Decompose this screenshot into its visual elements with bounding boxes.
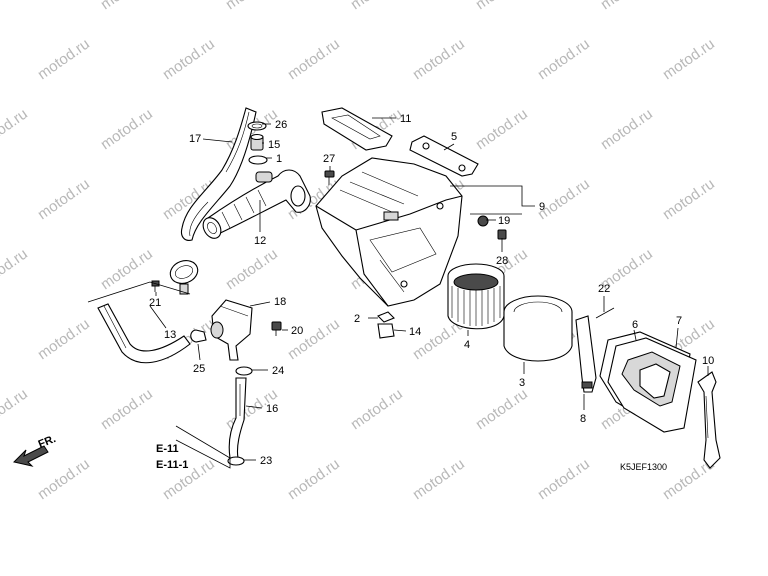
- spring-2: [377, 311, 395, 323]
- watermark-text: motod.ru: [223, 0, 281, 13]
- callout-14: 14: [409, 326, 421, 338]
- screw-27: [324, 170, 335, 185]
- front-direction-arrow-icon: [13, 445, 49, 467]
- callout-22: 22: [598, 283, 610, 295]
- watermark-text: motod.ru: [35, 455, 93, 503]
- callout-15: 15: [268, 139, 280, 151]
- front-direction-label: FR.: [37, 433, 58, 451]
- watermark-text: motod.ru: [0, 385, 31, 433]
- callout-28: 28: [496, 255, 508, 267]
- callout-23: 23: [260, 455, 272, 467]
- callout-1: 1: [276, 153, 282, 165]
- watermark-text: motod.ru: [98, 0, 156, 13]
- drain-tube-13: [97, 303, 191, 364]
- connecting-tube-12: [202, 169, 311, 239]
- callout-20: 20: [291, 325, 303, 337]
- watermark-text: motod.ru: [473, 105, 531, 153]
- callout-7: 7: [676, 315, 682, 327]
- watermark-text: motod.ru: [535, 455, 593, 503]
- screw-20: [271, 321, 282, 336]
- watermark-text: motod.ru: [98, 385, 156, 433]
- joint-15: [250, 133, 264, 151]
- watermark-text: motod.ru: [660, 35, 718, 83]
- callout-16: 16: [266, 403, 278, 415]
- watermark-text: motod.ru: [410, 455, 468, 503]
- section-ref-e11-1: E-11-1: [156, 459, 188, 471]
- watermark-text: motod.ru: [348, 385, 406, 433]
- watermark-text: motod.ru: [285, 315, 343, 363]
- clip-24: [235, 366, 253, 376]
- watermark-text: motod.ru: [35, 315, 93, 363]
- cover-7: [607, 337, 697, 433]
- watermark-text: motod.ru: [98, 245, 156, 293]
- watermark-text: motod.ru: [0, 0, 31, 13]
- filter-element-4: [447, 263, 505, 330]
- watermark-text: motod.ru: [285, 455, 343, 503]
- stay-5: [409, 135, 479, 177]
- callout-6: 6: [632, 319, 638, 331]
- callout-25: 25: [193, 363, 205, 375]
- breather-tube-17: [180, 107, 257, 241]
- callout-4: 4: [464, 339, 470, 351]
- callout-19: 19: [498, 215, 510, 227]
- callout-2: 2: [354, 313, 360, 325]
- watermark-text: motod.ru: [598, 0, 656, 13]
- watermark-text: motod.ru: [535, 35, 593, 83]
- section-ref-e11: E-11: [156, 443, 179, 455]
- callout-26: 26: [275, 119, 287, 131]
- callout-24: 24: [272, 365, 284, 377]
- watermark-text: motod.ru: [348, 0, 406, 13]
- clip-25: [190, 329, 207, 343]
- pin-22: [595, 307, 615, 319]
- callout-5: 5: [451, 131, 457, 143]
- bolt-19: [477, 215, 489, 227]
- watermark-text: motod.ru: [660, 175, 718, 223]
- callout-27: 27: [323, 153, 335, 165]
- watermark-text: motod.ru: [35, 175, 93, 223]
- air-cleaner-cover-11: [321, 107, 393, 151]
- callout-18: 18: [274, 296, 286, 308]
- callout-11: 11: [400, 113, 411, 125]
- watermark-text: motod.ru: [0, 245, 31, 293]
- callout-21: 21: [149, 297, 161, 309]
- band-10: [697, 371, 721, 469]
- joint-14: [377, 323, 395, 339]
- watermark-text: motod.ru: [410, 35, 468, 83]
- clamp-band-21: [169, 260, 199, 295]
- callout-10: 10: [702, 355, 714, 367]
- callout-3: 3: [519, 377, 525, 389]
- bolt-28: [497, 229, 507, 246]
- watermark-text: motod.ru: [285, 35, 343, 83]
- hose-clip-26: [247, 121, 267, 131]
- callout-13: 13: [164, 329, 176, 341]
- air-cleaner-housing: [315, 157, 463, 307]
- drain-plug-18: [210, 299, 253, 361]
- watermark-text: motod.ru: [473, 0, 531, 13]
- clip-23: [227, 456, 245, 466]
- callout-17: 17: [189, 133, 201, 145]
- band-8: [575, 315, 597, 393]
- foam-sleeve-3: [503, 295, 573, 362]
- diagram-code: K5JEF1300: [620, 462, 667, 472]
- watermark-text: motod.ru: [598, 105, 656, 153]
- watermark-text: motod.ru: [0, 105, 31, 153]
- callout-12: 12: [254, 235, 266, 247]
- leader-lines: [87, 117, 709, 469]
- clamp-1: [248, 155, 268, 165]
- watermark-text: motod.ru: [223, 245, 281, 293]
- callout-8: 8: [580, 413, 586, 425]
- callout-9: 9: [539, 201, 545, 213]
- watermark-text: motod.ru: [535, 175, 593, 223]
- callout-labels: 1 2 3 4 5 6 7 8 9 10 11 12 13 14 15 16 1…: [149, 113, 714, 467]
- watermark-text: motod.ru: [98, 105, 156, 153]
- watermark-text: motod.ru: [473, 385, 531, 433]
- watermark-text: motod.ru: [35, 35, 93, 83]
- watermark-text: motod.ru: [160, 35, 218, 83]
